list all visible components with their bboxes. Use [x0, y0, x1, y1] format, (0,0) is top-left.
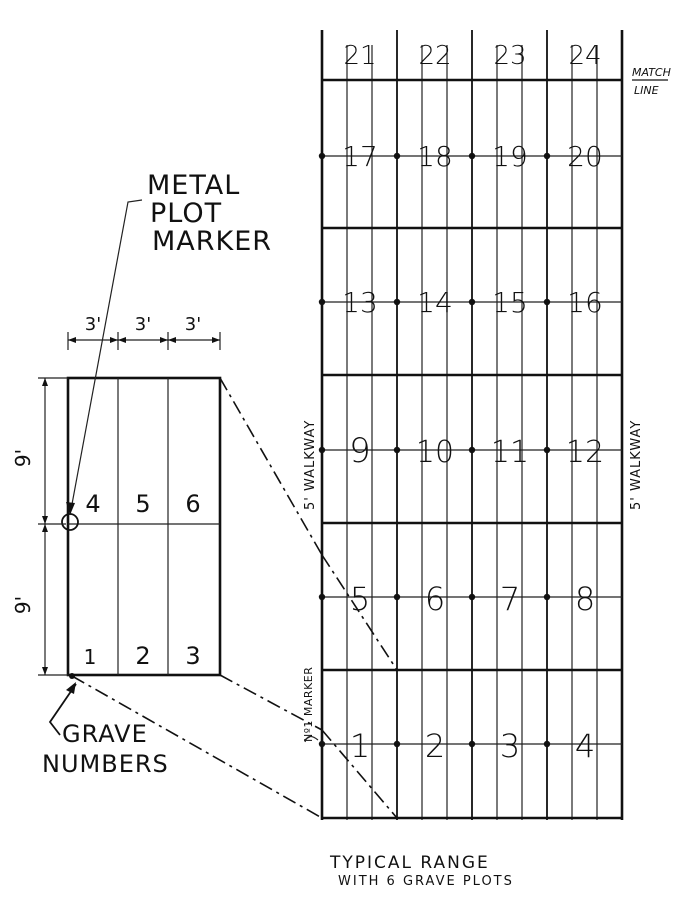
section-number: 8 [575, 580, 595, 618]
range-numbers: 21 22 23 24 17 18 19 20 13 14 15 16 9 10… [342, 41, 604, 765]
grave-numbers-label: GRAVE NUMBERS [42, 720, 169, 778]
width-dimension: 3' [85, 314, 101, 335]
section-number: 18 [417, 140, 453, 173]
section-number: 7 [500, 580, 520, 618]
grave-lines [346, 45, 598, 820]
section-number: 13 [342, 286, 378, 319]
metal-marker-circle [61, 513, 79, 531]
section-number: 6 [425, 580, 445, 618]
metal-marker-leader [69, 199, 143, 516]
detail-outline [66, 376, 222, 677]
height-dimensions: 9' 9' [11, 377, 68, 676]
section-number: 20 [567, 140, 603, 173]
section-number: 11 [491, 435, 529, 470]
svg-text:LINE: LINE [634, 84, 659, 97]
grave-number: 1 [84, 645, 97, 669]
width-dimension: 3' [185, 314, 201, 335]
section-number: 24 [568, 41, 601, 71]
grave-number: 6 [185, 490, 200, 518]
section-number: 12 [566, 435, 604, 470]
no1-marker-arrow [304, 735, 319, 743]
section-number: 23 [493, 41, 526, 71]
detail-grave-numbers: 4 5 6 1 2 3 [84, 490, 201, 670]
plot-markers [318, 152, 551, 748]
detail-plot [61, 376, 222, 679]
svg-text:PLOT: PLOT [150, 198, 222, 229]
metal-marker-arrow [66, 502, 75, 515]
match-line-label: MATCH LINE [632, 66, 671, 97]
section-number: 22 [418, 41, 451, 71]
no1-marker-label: Nº1 MARKER [302, 667, 315, 742]
grave-number: 4 [85, 490, 100, 518]
section-number: 19 [492, 140, 528, 173]
svg-text:MARKER: MARKER [152, 226, 272, 257]
section-number: 2 [425, 727, 445, 765]
section-number: 16 [567, 286, 603, 319]
section-number: 17 [342, 140, 378, 173]
section-number: 15 [492, 286, 528, 319]
width-dimension: 3' [135, 314, 151, 335]
svg-text:METAL: METAL [147, 170, 240, 201]
metal-plot-marker-label: METAL PLOT MARKER [147, 170, 272, 257]
grave-numbers-arrow [66, 682, 76, 694]
section-number: 21 [343, 41, 376, 71]
svg-text:GRAVE: GRAVE [62, 720, 148, 748]
section-number: 4 [575, 727, 595, 765]
section-number: 1 [350, 727, 370, 765]
range-connector-lines [71, 377, 398, 819]
section-number: 14 [417, 286, 453, 319]
walkway-label-left: 5' WALKWAY [303, 420, 318, 510]
grave-numbers-leader [48, 683, 77, 736]
range-grid [320, 30, 624, 820]
height-dimension: 9' [11, 449, 35, 467]
section-number: 9 [349, 431, 371, 471]
grave-number: 2 [135, 642, 150, 670]
width-dimensions: 3' 3' 3' [67, 314, 221, 350]
walkway-label-right: 5' WALKWAY [629, 420, 644, 510]
svg-text:WITH 6 GRAVE PLOTS: WITH 6 GRAVE PLOTS [338, 874, 514, 889]
svg-text:NUMBERS: NUMBERS [42, 750, 169, 778]
height-dimension: 9' [11, 596, 35, 614]
svg-text:MATCH: MATCH [632, 66, 671, 79]
grave-number: 5 [135, 490, 150, 518]
grave-number: 3 [185, 642, 200, 670]
section-number: 3 [500, 727, 520, 765]
typical-range-caption: TYPICAL RANGE WITH 6 GRAVE PLOTS [329, 853, 514, 889]
svg-text:TYPICAL RANGE: TYPICAL RANGE [329, 853, 490, 873]
section-number: 5 [350, 580, 370, 618]
section-number: 10 [416, 435, 454, 470]
